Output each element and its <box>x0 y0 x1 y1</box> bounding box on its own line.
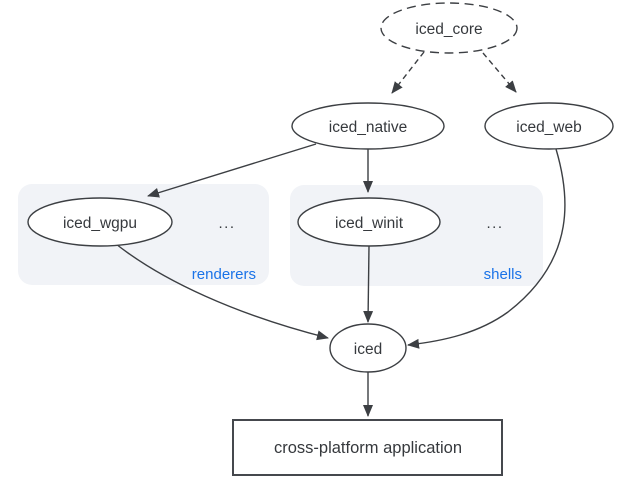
node-iced-core <box>380 2 518 54</box>
node-iced-winit <box>297 197 441 247</box>
node-iced-web-label: iced_web <box>516 119 582 136</box>
node-iced-native-label: iced_native <box>329 119 407 136</box>
edge-iced-winit-to-iced <box>363 245 374 323</box>
edge-iced-wgpu-to-iced <box>115 243 329 341</box>
renderers-ellipsis: ... <box>218 215 235 232</box>
edge-iced-core-to-iced-native <box>391 51 425 94</box>
node-iced-winit-label: iced_winit <box>335 215 404 232</box>
node-iced-native <box>291 102 445 150</box>
node-iced-wgpu-label: iced_wgpu <box>63 215 137 232</box>
edge-iced-web-to-iced <box>407 148 566 349</box>
node-cross-platform-application <box>232 419 503 476</box>
node-iced-label: iced <box>354 341 382 358</box>
edge-iced-core-to-iced-web <box>482 52 517 93</box>
shells-group-label: shells <box>484 266 522 283</box>
node-iced-core-label: iced_core <box>415 21 482 38</box>
node-iced-web <box>484 102 614 150</box>
renderers-group-label: renderers <box>192 266 256 283</box>
edge-iced-native-to-iced-wgpu <box>147 143 317 198</box>
node-iced <box>329 323 407 373</box>
shells-ellipsis: ... <box>486 215 503 232</box>
node-cross-platform-application-label: cross-platform application <box>274 439 462 457</box>
node-iced-wgpu <box>27 197 173 247</box>
